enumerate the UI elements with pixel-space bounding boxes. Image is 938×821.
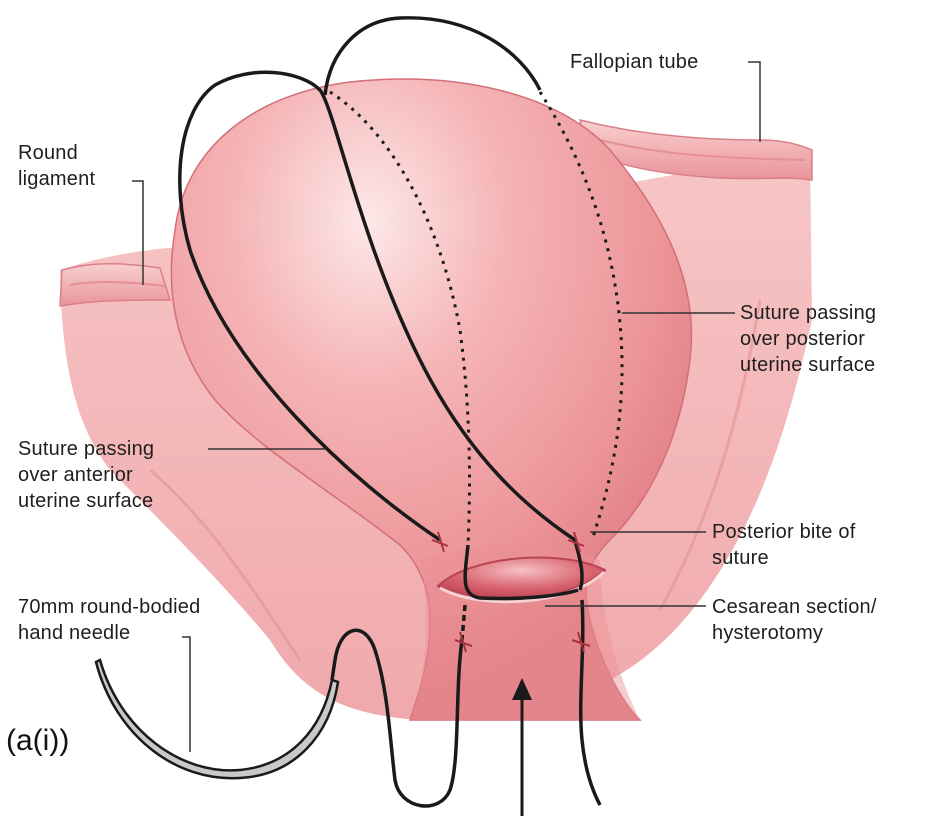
label-suture-anterior: Suture passing over anterior uterine sur… xyxy=(18,436,154,514)
label-round-ligament-line2: ligament xyxy=(18,166,95,192)
label-suture-posterior-line3: uterine surface xyxy=(740,352,876,378)
label-suture-posterior-line1: Suture passing xyxy=(740,300,876,326)
label-cesarean-line1: Cesarean section/ xyxy=(712,594,877,620)
label-cesarean: Cesarean section/ hysterotomy xyxy=(712,594,877,646)
label-suture-anterior-line2: over anterior xyxy=(18,462,154,488)
label-round-ligament-line1: Round xyxy=(18,140,95,166)
label-suture-anterior-line1: Suture passing xyxy=(18,436,154,462)
label-round-ligament: Round ligament xyxy=(18,140,95,192)
panel-label: (a(i)) xyxy=(6,724,69,758)
label-posterior-bite-line1: Posterior bite of xyxy=(712,519,855,545)
label-suture-anterior-line3: uterine surface xyxy=(18,488,154,514)
label-needle: 70mm round-bodied hand needle xyxy=(18,594,200,646)
label-posterior-bite: Posterior bite of suture xyxy=(712,519,855,571)
label-suture-posterior: Suture passing over posterior uterine su… xyxy=(740,300,876,378)
label-fallopian-tube: Fallopian tube xyxy=(570,49,698,75)
label-cesarean-line2: hysterotomy xyxy=(712,620,877,646)
label-needle-line2: hand needle xyxy=(18,620,200,646)
label-suture-posterior-line2: over posterior xyxy=(740,326,876,352)
label-posterior-bite-line2: suture xyxy=(712,545,855,571)
label-needle-line1: 70mm round-bodied xyxy=(18,594,200,620)
